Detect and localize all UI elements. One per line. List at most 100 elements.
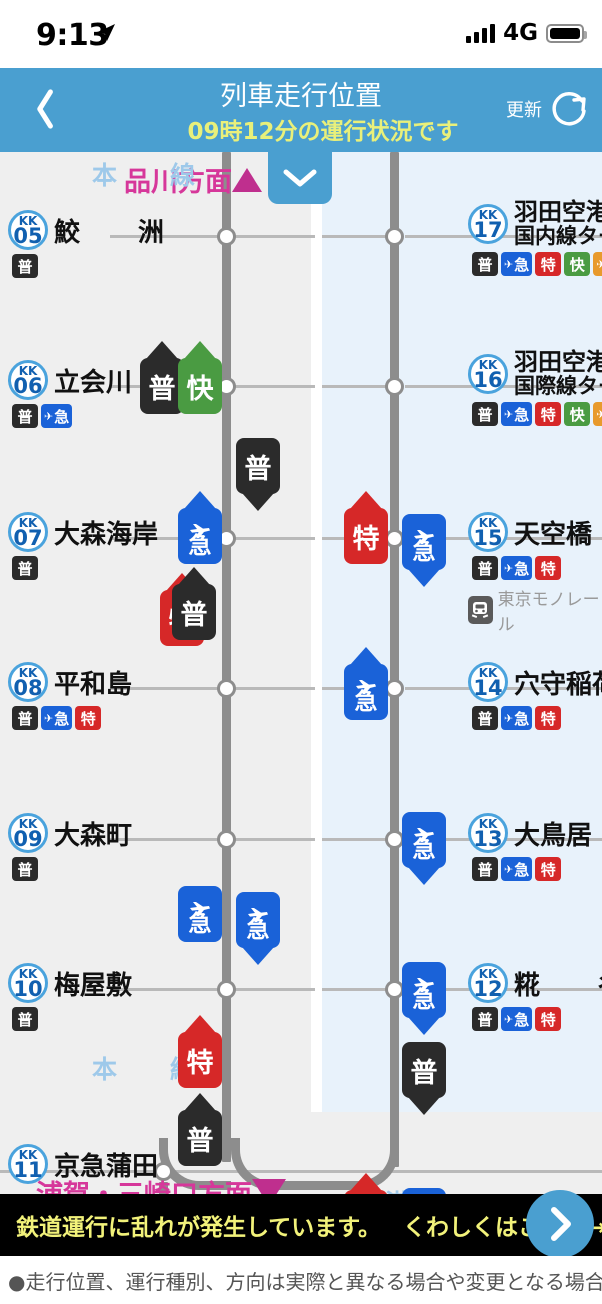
chevron-down-icon (283, 169, 317, 187)
station-kk14[interactable]: KK 14 穴守稲荷 普 ✈急 特 (468, 662, 602, 730)
service-badge-tokkyu: 特 (535, 252, 562, 276)
station-kk12[interactable]: KK 12 糀 谷 普 ✈急 特 (468, 963, 602, 1031)
train-marker[interactable]: 急 (402, 812, 446, 885)
line-name-main-top: 本 線 (92, 161, 210, 190)
station-kk07[interactable]: KK 07 大森海岸 普 (8, 512, 158, 580)
station-num: 11 (13, 1158, 43, 1182)
service-badge-tokkyu: 特 (535, 402, 562, 426)
station-name: 立会川 (54, 367, 133, 398)
station-number-badge: KK 06 (8, 360, 48, 400)
refresh-button[interactable]: 更新 (506, 86, 592, 132)
train-type-label: 普 (244, 453, 272, 485)
station-kk16[interactable]: KK 16 羽田空港 国際線ターミナル 普 ✈急 特 快 ✈快 (468, 350, 602, 426)
station-node (217, 227, 236, 246)
service-badge-futsu: 普 (12, 1007, 38, 1031)
train-type-label: 急 (412, 987, 436, 1013)
station-code: KK (478, 208, 498, 222)
airplane-icon (413, 819, 435, 850)
chevron-right-circle-icon[interactable] (526, 1190, 594, 1258)
service-badge-tokkyu: 特 (535, 857, 562, 881)
service-badge-tokkyu: 特 (535, 706, 562, 730)
train-marker[interactable]: 急 (236, 892, 280, 965)
alert-message: 鉄道運行に乱れが発生しています。 (16, 1215, 382, 1241)
airplane-icon (189, 893, 211, 924)
refresh-label: 更新 (506, 100, 542, 121)
station-node (217, 980, 236, 999)
route-map[interactable]: 品川方面 浦賀・三崎口方面 本 線 本 線 空港線 KK 05 鮫 洲 普 KK… (0, 152, 602, 1304)
collapse-header-button[interactable] (268, 152, 332, 204)
station-code: KK (18, 364, 38, 378)
app-header: 列車走行位置 09時12分の運行状況です 更新 (0, 68, 602, 152)
station-num: 12 (473, 977, 503, 1001)
station-kk15[interactable]: KK 15 天空橋 普 ✈急 特 東京モノレール (468, 512, 602, 635)
station-number-badge: KK 13 (468, 813, 508, 853)
train-type-label: 急 (412, 837, 436, 863)
station-kk10[interactable]: KK 10 梅屋敷 普 (8, 963, 132, 1031)
train-marker[interactable]: 特 (344, 491, 388, 564)
station-num: 06 (13, 374, 43, 398)
station-connector (235, 838, 315, 841)
train-marker[interactable]: 普 (236, 438, 280, 511)
airplane-icon (413, 521, 435, 552)
station-kk17[interactable]: KK 17 羽田空港 国内線ターミナル 普 ✈急 特 快 ✈快 (468, 200, 602, 276)
station-num: 13 (473, 827, 503, 851)
station-name: 鮫 洲 (54, 217, 181, 248)
station-connector (110, 838, 270, 841)
service-alert-banner[interactable]: 鉄道運行に乱れが発生しています。 くわしくはこちら→ (0, 1190, 602, 1258)
station-connector (322, 988, 397, 991)
train-marker[interactable]: 快 (178, 341, 222, 414)
airplane-icon (355, 671, 377, 702)
station-code: KK (478, 666, 498, 680)
train-marker[interactable]: 急 (344, 647, 388, 720)
station-kk13[interactable]: KK 13 大鳥居 普 ✈急 特 (468, 813, 592, 881)
service-badge-futsu: 普 (12, 404, 38, 428)
service-badge-futsu: 普 (472, 857, 498, 881)
header-subtitle: 09時12分の運行状況です (187, 119, 459, 145)
train-marker[interactable]: 普 (178, 1093, 222, 1166)
train-marker[interactable]: 普 (140, 341, 184, 414)
arrow-down-icon (408, 1097, 440, 1115)
station-connector (322, 385, 397, 388)
service-badge-futsu: 普 (12, 857, 38, 881)
station-kk11[interactable]: KK 11 京急蒲田 (8, 1144, 158, 1184)
station-node (385, 377, 404, 396)
location-arrow-icon (96, 22, 116, 48)
station-code: KK (478, 516, 498, 530)
airport-line-curve (231, 1138, 399, 1190)
station-node (154, 1162, 173, 1181)
service-badge-airport-express: ✈急 (501, 1007, 533, 1031)
station-number-badge: KK 11 (8, 1144, 48, 1184)
train-marker[interactable]: 急 (178, 886, 222, 942)
refresh-circle-icon (546, 86, 592, 132)
train-marker-stacked[interactable]: 特 普 (160, 567, 216, 646)
train-marker[interactable]: 普 (402, 1042, 446, 1115)
service-badge-airport-express: ✈急 (41, 404, 73, 428)
triangle-up-icon (232, 167, 262, 192)
train-marker[interactable]: 特 (178, 1015, 222, 1088)
station-number-badge: KK 08 (8, 662, 48, 702)
station-kk05[interactable]: KK 05 鮫 洲 普 (8, 210, 180, 278)
arrow-up-icon (146, 341, 178, 359)
arrow-up-icon (178, 567, 210, 585)
station-kk08[interactable]: KK 08 平和島 普 ✈急 特 (8, 662, 132, 730)
airport-line-track (390, 152, 399, 1167)
station-kk06[interactable]: KK 06 立会川 普 ✈急 (8, 360, 132, 428)
station-name: 天空橋 (514, 519, 593, 550)
status-right-cluster: 4G (466, 20, 587, 46)
status-bar: 9:13 4G (0, 0, 602, 68)
station-name-line2: 国際線ターミナル (514, 374, 602, 398)
arrow-up-icon (184, 1015, 216, 1033)
station-connector (235, 537, 315, 540)
service-badge-airport-kaitoku: ✈快 (593, 402, 602, 426)
footer-note-text: ●走行位置、運行種別、方向は実際と異なる場合や変更となる場合があります (8, 1269, 602, 1294)
station-name: 糀 谷 (514, 970, 602, 1001)
monorail-transfer: 東京モノレール (468, 585, 602, 635)
station-kk09[interactable]: KK 09 大森町 普 (8, 813, 132, 881)
train-marker[interactable]: 急 (178, 491, 222, 564)
station-code: KK (478, 358, 498, 372)
train-marker[interactable]: 急 (402, 514, 446, 587)
station-code: KK (18, 817, 38, 831)
train-type-label: 特 (352, 523, 380, 555)
station-name: 梅屋敷 (54, 970, 133, 1001)
train-marker[interactable]: 急 (402, 962, 446, 1035)
